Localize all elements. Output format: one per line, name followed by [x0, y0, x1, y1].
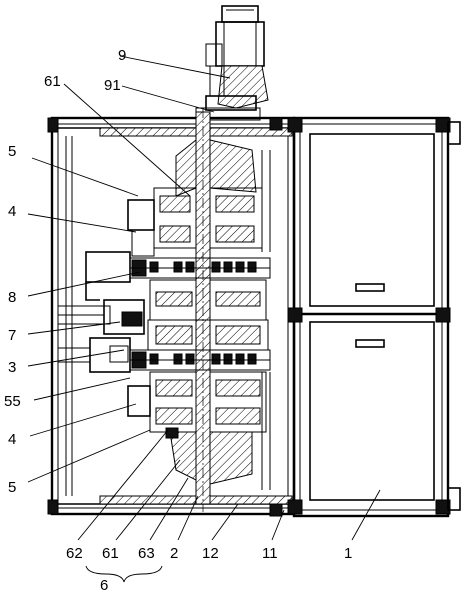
- lower-handle[interactable]: [355, 339, 385, 348]
- lower-reducer: [127, 371, 271, 490]
- label-63: 63: [138, 545, 155, 562]
- label-55: 55: [4, 393, 21, 410]
- central-shaft: [195, 108, 211, 512]
- label-5-bottom: 5: [8, 479, 16, 496]
- label-11: 11: [262, 545, 278, 562]
- upper-gear-row: [85, 251, 271, 301]
- label-61-bottom: 61: [102, 545, 119, 562]
- label-4-bottom: 4: [8, 431, 16, 448]
- label-6: 6: [100, 577, 108, 593]
- label-8: 8: [8, 289, 16, 306]
- label-7: 7: [8, 327, 16, 344]
- lower-gear-row: [57, 337, 271, 373]
- label-5-top: 5: [8, 143, 16, 160]
- part-labels: 9 91 61 5 4 8 7 3 55 4 5 62 61 63 2 12 1…: [4, 47, 352, 593]
- label-91: 91: [104, 77, 121, 94]
- label-61-top: 61: [44, 73, 61, 90]
- label-4-top: 4: [8, 203, 16, 220]
- motor-assembly: [195, 5, 269, 121]
- upper-handle[interactable]: [355, 283, 385, 292]
- label-12: 12: [202, 545, 219, 562]
- label-3: 3: [8, 359, 16, 376]
- middle-section: [57, 279, 269, 351]
- left-frame: [47, 116, 296, 517]
- upper-reducer: [127, 138, 271, 257]
- leader-lines: [27, 55, 381, 583]
- label-62: 62: [66, 545, 83, 562]
- right-cabinet: [287, 116, 461, 518]
- label-9: 9: [118, 47, 126, 64]
- label-2: 2: [170, 545, 178, 562]
- label-1: 1: [344, 545, 352, 562]
